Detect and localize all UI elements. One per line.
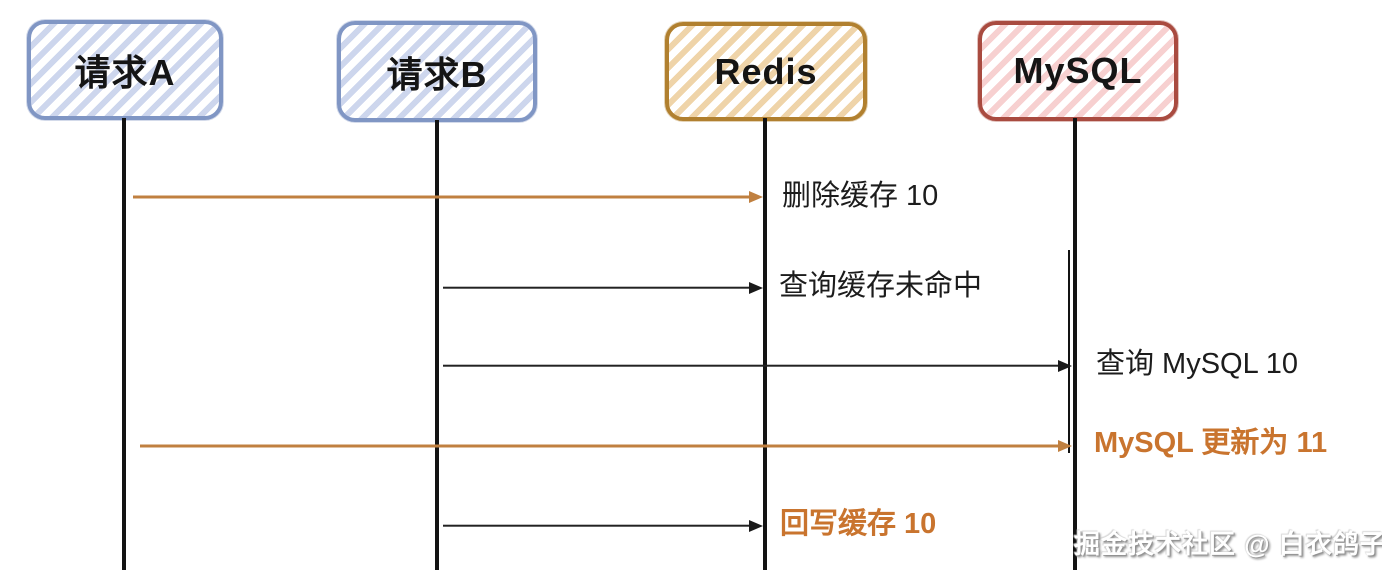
message-label-delete-cache: 删除缓存 10 [782,180,939,212]
actor-request-b: 请求B [337,21,537,122]
arrow-mysql-update [140,439,1072,452]
actor-request-a-label: 请求A [74,52,176,93]
arrow-write-back-cache-shaft [443,524,752,527]
actor-redis: Redis [665,22,867,121]
arrowhead-icon [1058,439,1072,452]
message-label-write-back-cache: 回写缓存 10 [780,508,937,540]
actor-request-b-label: 请求B [386,53,488,95]
lifeline-request-a [122,118,126,570]
message-label-mysql-update: MySQL 更新为 11 [1094,427,1328,459]
arrow-query-cache-miss-shaft [443,286,752,289]
actor-mysql: MySQL [978,21,1178,121]
arrowhead-icon [1058,359,1072,372]
watermark: 掘金技术社区 @ 白衣鸽子 [1074,529,1382,559]
arrow-query-mysql-shaft [443,364,1061,367]
arrow-write-back-cache [443,519,763,532]
arrowhead-icon [749,519,763,532]
arrow-query-cache-miss [443,281,763,294]
lifeline-mysql [1073,118,1077,570]
arrow-mysql-update-shaft [140,444,1061,447]
actor-redis-label: Redis [714,50,818,92]
lifeline-request-b [435,120,439,570]
lifeline-redis [763,118,767,570]
arrow-query-mysql [443,359,1072,372]
arrow-delete-cache-shaft [133,195,752,198]
message-label-query-mysql: 查询 MySQL 10 [1096,348,1298,380]
mysql-activation-bar [1068,250,1070,453]
arrow-delete-cache [133,190,763,203]
message-label-query-cache-miss: 查询缓存未命中 [779,270,983,302]
actor-mysql-label: MySQL [1013,50,1143,91]
actor-request-a: 请求A [27,20,223,120]
arrowhead-icon [749,190,763,203]
arrowhead-icon [749,281,763,294]
